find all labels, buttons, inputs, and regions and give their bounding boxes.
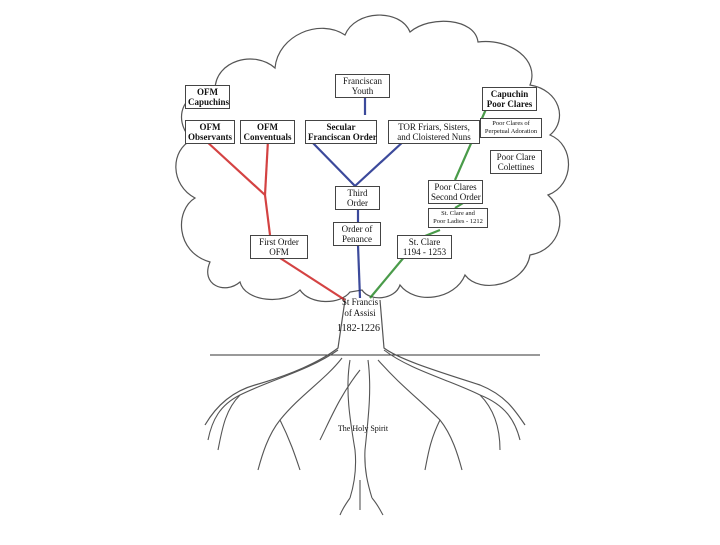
- third-order-lines: [309, 95, 406, 299]
- tree-trunk: [204, 299, 526, 426]
- tree-roots: [207, 349, 521, 516]
- first-order-lines: [204, 139, 346, 301]
- holy-spirit-label: The Holy Spirit: [337, 424, 389, 433]
- node-tor: TOR Friars, Sisters,and Cloistered Nuns: [388, 120, 480, 144]
- st-francis-dates: 1182-1226: [337, 323, 380, 334]
